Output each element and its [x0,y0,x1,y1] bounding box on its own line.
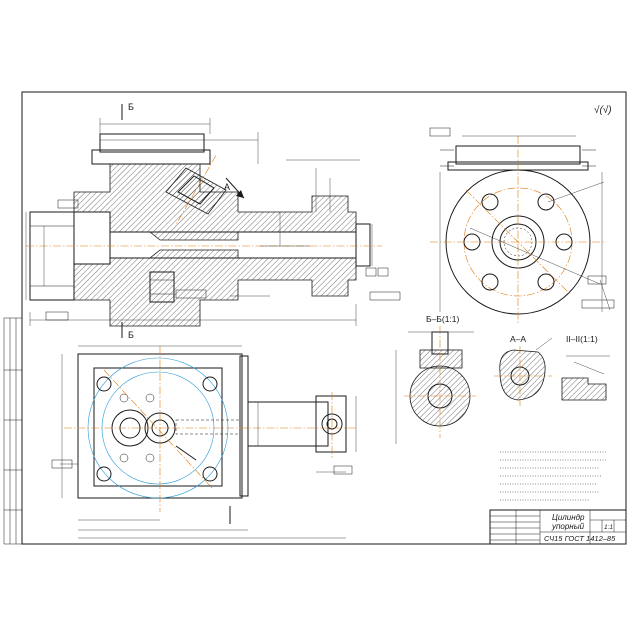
view-mark-a: А [224,182,230,192]
section-ii: II–II(1:1) [561,334,610,401]
scale-label: 1:1 [604,524,613,531]
section-ii-title: II–II(1:1) [566,334,598,344]
front-view-dimensions [25,118,401,326]
title-block: Цилиндр упорный СЧ15 ГОСТ 1412–85 1:1 [489,509,627,545]
section-bb: Б–Б(1:1) [395,314,476,444]
material-label: СЧ15 ГОСТ 1412–85 [544,534,616,543]
section-aa: А–А [494,334,553,406]
section-aa-title: А–А [510,334,526,344]
part-name-line2: упорный [551,522,585,531]
section-mark-top: Б [128,102,134,112]
plan-view [51,345,357,539]
part-name-line1: Цилиндр [552,513,585,522]
section-mark-bottom: Б [128,330,134,340]
section-bb-title: Б–Б(1:1) [426,314,460,324]
roughness-mark: √(√) [594,104,612,116]
technical-notes [500,451,606,501]
end-view [429,127,615,324]
front-view: Б Б А [26,102,382,340]
